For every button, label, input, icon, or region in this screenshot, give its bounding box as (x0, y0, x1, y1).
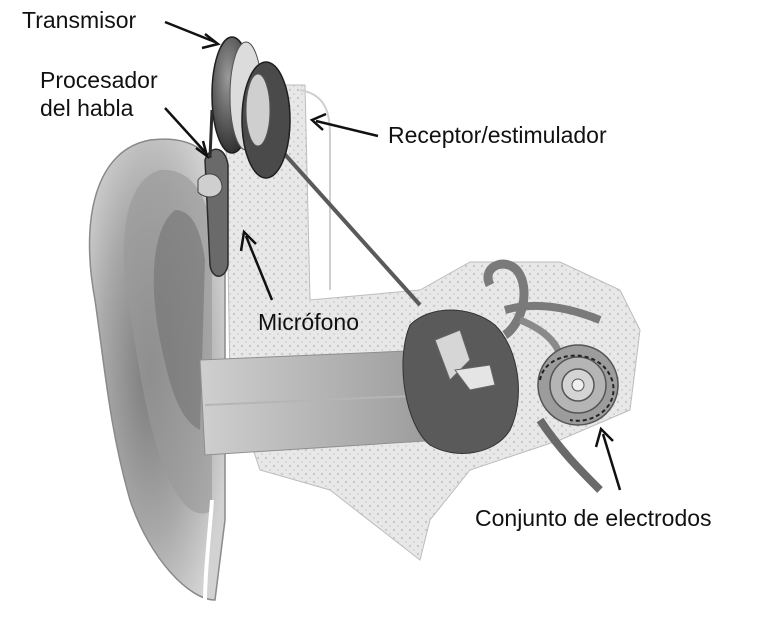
arrow-electrodos (603, 434, 620, 490)
receiver-stimulator-device (242, 62, 290, 178)
label-receptor-estimulador: Receptor/estimulador (388, 121, 607, 149)
label-conjunto-de-electrodos: Conjunto de electrodos (475, 504, 712, 532)
label-procesador-line1: Procesador (40, 66, 158, 94)
arrow-transmisor (165, 22, 215, 42)
label-procesador-line2: del habla (40, 94, 158, 122)
label-transmisor: Transmisor (22, 6, 136, 34)
label-procesador-del-habla: Procesador del habla (40, 66, 158, 122)
label-microfono: Micrófono (258, 308, 359, 336)
middle-ear (403, 310, 518, 453)
arrow-receptor (316, 121, 378, 136)
